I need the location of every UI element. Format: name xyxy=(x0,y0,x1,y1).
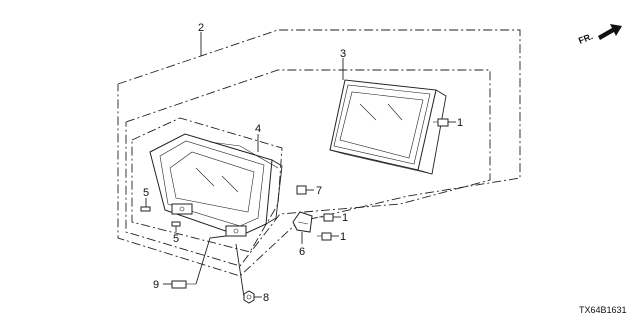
pin-5-left xyxy=(140,206,151,212)
callout-5b: 5 xyxy=(173,233,179,245)
bracket-6 xyxy=(292,211,313,233)
screw-1-display xyxy=(433,118,449,127)
screw-1-upper xyxy=(319,213,334,222)
callout-1c: 1 xyxy=(340,231,346,243)
callout-4: 4 xyxy=(255,123,261,135)
callout-9: 9 xyxy=(153,279,159,291)
callout-3: 3 xyxy=(340,48,346,60)
assembly-outline-3 xyxy=(125,69,491,267)
callout-6: 6 xyxy=(299,246,305,258)
leader-8-body xyxy=(235,243,245,298)
clip-7 xyxy=(296,185,307,195)
diagram-code: TX64B1631 xyxy=(579,305,627,315)
callout-5a: 5 xyxy=(143,187,149,199)
center-display-unit xyxy=(329,79,447,175)
meter-group-outline xyxy=(131,117,283,253)
front-direction-indicator: FR. xyxy=(577,24,622,46)
screw-9 xyxy=(171,280,196,289)
callout-1b: 1 xyxy=(342,212,348,224)
instrument-meter xyxy=(149,133,283,237)
callout-8: 8 xyxy=(263,292,269,304)
screw-1-lower xyxy=(317,232,332,241)
callout-1a: 1 xyxy=(457,117,463,129)
callout-2: 2 xyxy=(198,22,204,34)
front-arrow-icon xyxy=(598,24,622,40)
pin-5-lower xyxy=(171,221,181,227)
callout-7: 7 xyxy=(316,185,322,197)
front-label: FR. xyxy=(577,31,594,46)
nut-8 xyxy=(243,290,255,304)
leader-9-body xyxy=(195,235,227,285)
